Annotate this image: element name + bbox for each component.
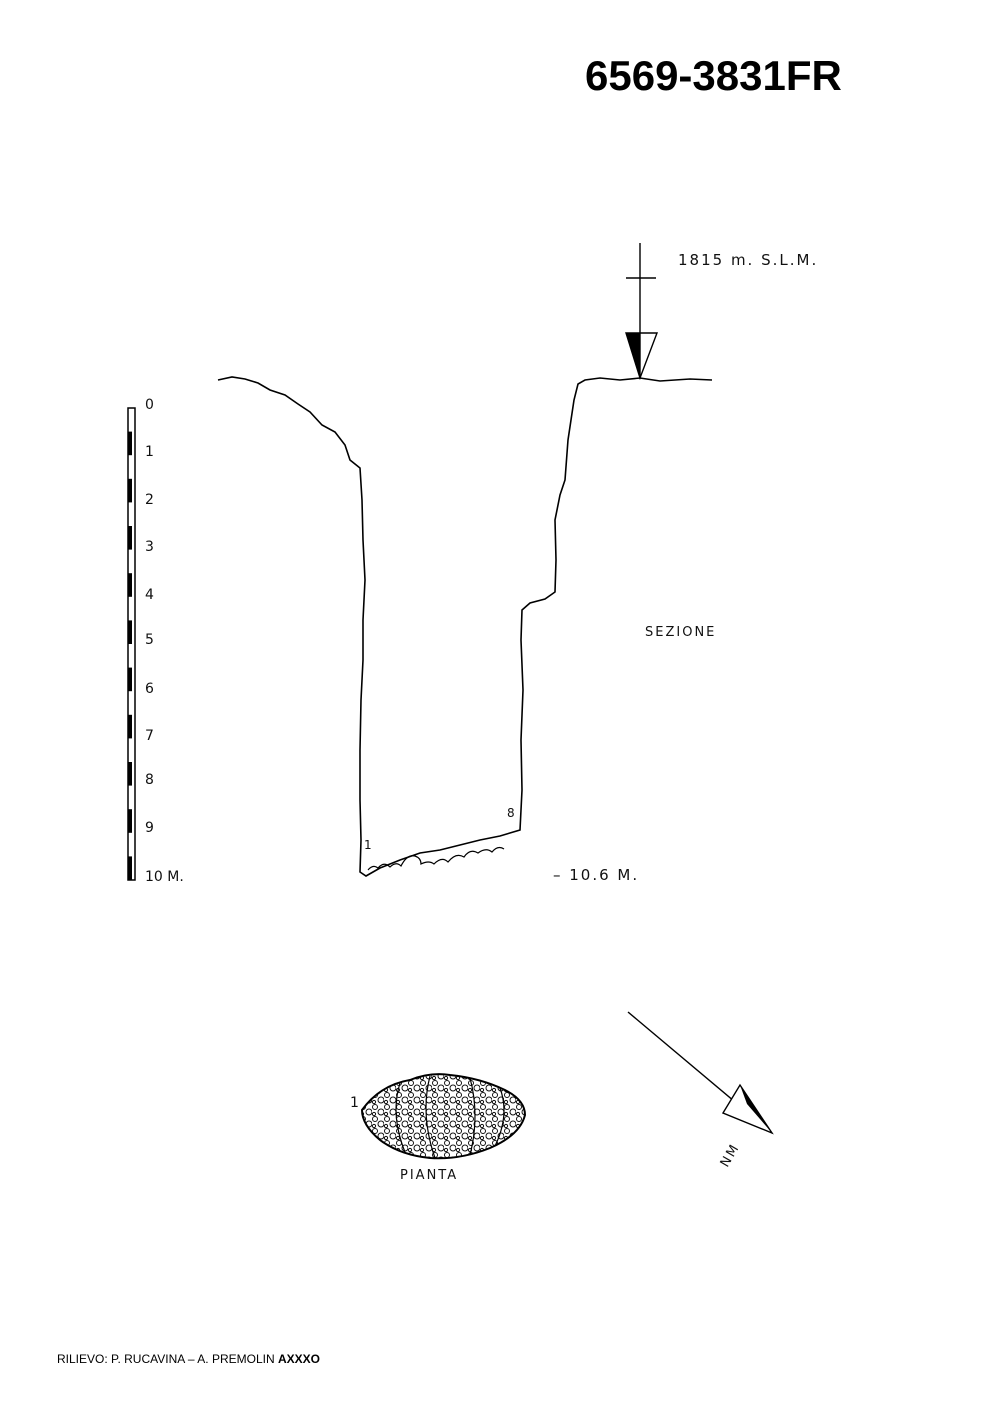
scale-segment	[128, 478, 132, 503]
section-outline	[217, 376, 713, 877]
floor-debris	[367, 846, 505, 871]
scale-segment	[128, 809, 132, 833]
north-arrow	[627, 1011, 774, 1135]
scale-segment	[128, 856, 132, 880]
station-8: 8	[507, 806, 515, 820]
elevation-label: 1815 m. S.L.M.	[678, 251, 819, 269]
scale-tick: 6	[145, 681, 154, 697]
scale-segment	[128, 762, 132, 786]
scale-tick: 8	[145, 772, 154, 788]
scale-segment	[128, 667, 132, 692]
scale-tick: 0	[145, 397, 154, 413]
survey-credit: RILIEVO: P. RUCAVINA – A. PREMOLIN AXXXO	[57, 1352, 320, 1366]
scale-segment	[128, 620, 132, 644]
scale-bar	[127, 407, 136, 881]
scale-tick: 1	[145, 444, 154, 460]
scale-tick: 7	[145, 728, 154, 744]
credit-code: AXXXO	[277, 1352, 320, 1366]
cave-id-title: 6569-3831FR	[585, 52, 842, 99]
section-label: SEZIONE	[645, 625, 717, 640]
scale-tick: 5	[145, 632, 154, 648]
plan-station-1: 1	[350, 1095, 359, 1111]
station-1: 1	[364, 838, 372, 852]
scale-tick: 10 M.	[145, 869, 184, 885]
scale-tick: 4	[145, 587, 154, 603]
plan-label: PIANTA	[400, 1168, 459, 1183]
scale-segment	[128, 714, 132, 739]
scale-segment	[128, 573, 132, 597]
entrance-arrow	[625, 243, 659, 381]
plan-outline	[360, 1073, 527, 1160]
scale-tick: 9	[145, 820, 154, 836]
scale-segment	[128, 526, 132, 550]
scale-segment	[128, 431, 132, 456]
scale-tick: 3	[145, 539, 154, 555]
credit-authors: RILIEVO: P. RUCAVINA – A. PREMOLIN	[57, 1352, 275, 1366]
depth-label: – 10.6 M.	[553, 866, 640, 884]
scale-tick: 2	[145, 492, 154, 508]
plan-contours	[395, 1075, 505, 1159]
